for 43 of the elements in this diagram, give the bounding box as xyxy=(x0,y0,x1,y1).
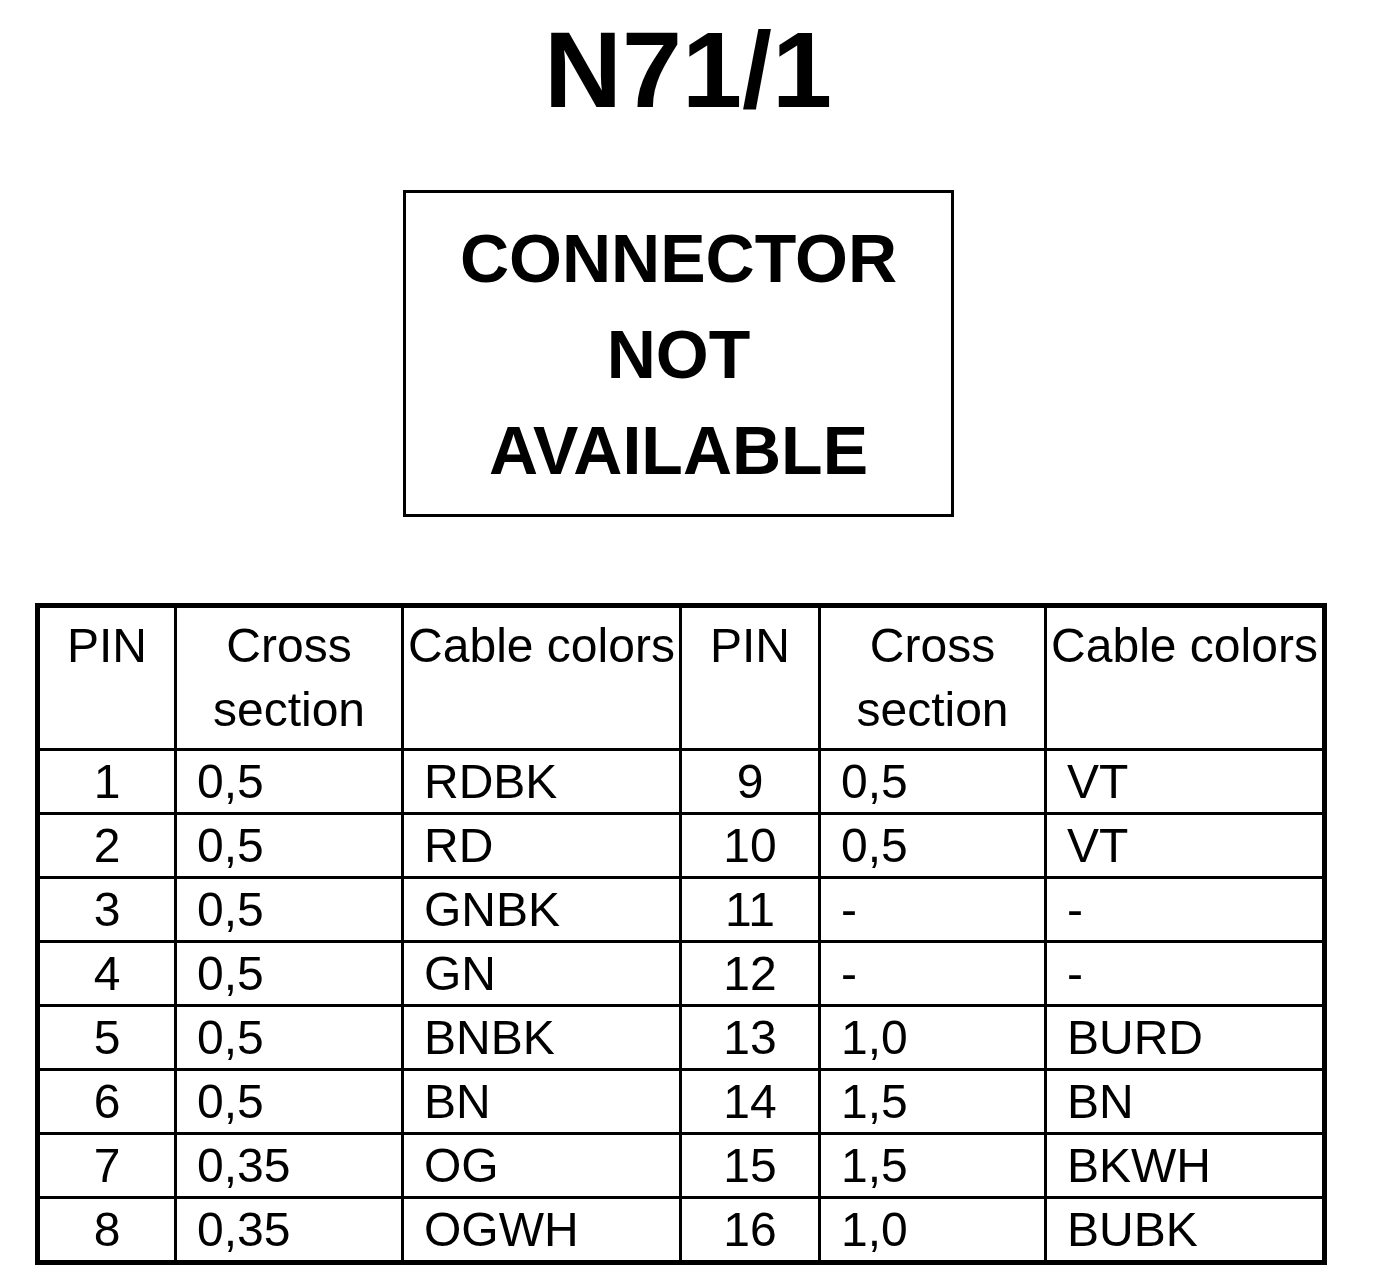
pin-number: 1 xyxy=(37,749,176,814)
cross-section-value: 0,5 xyxy=(175,1005,403,1070)
cable-color-code: BN xyxy=(402,1069,681,1134)
cable-color-code: GN xyxy=(402,941,681,1006)
cross-section-value: 0,5 xyxy=(819,749,1046,814)
notice-box xyxy=(403,190,954,517)
cross-section-value: 0,5 xyxy=(175,941,403,1006)
cross-section-value: 0,5 xyxy=(175,813,403,878)
pin-number: 13 xyxy=(680,1005,820,1070)
pin-number: 14 xyxy=(680,1069,820,1134)
cross-section-value: - xyxy=(819,877,1046,942)
cable-color-code: BNBK xyxy=(402,1005,681,1070)
pin-number: 2 xyxy=(37,813,176,878)
column-header: Cross section xyxy=(175,605,403,750)
title: N71/1 xyxy=(542,10,834,130)
cross-section-value: 1,0 xyxy=(819,1005,1046,1070)
cross-section-value: 0,5 xyxy=(819,813,1046,878)
pin-number: 6 xyxy=(37,1069,176,1134)
column-header: Cable colors xyxy=(402,605,681,750)
cable-color-code: RDBK xyxy=(402,749,681,814)
cable-color-code: RD xyxy=(402,813,681,878)
column-header: Cross section xyxy=(819,605,1046,750)
cross-section-value: 0,5 xyxy=(175,877,403,942)
cross-section-value: - xyxy=(819,941,1046,1006)
column-header: PIN xyxy=(37,605,176,750)
cross-section-value: 1,5 xyxy=(819,1069,1046,1134)
cable-color-code: GNBK xyxy=(402,877,681,942)
pin-number: 4 xyxy=(37,941,176,1006)
cross-section-value: 0,5 xyxy=(175,1069,403,1134)
column-header: PIN xyxy=(680,605,820,750)
pin-number: 3 xyxy=(37,877,176,942)
cable-color-code: OG xyxy=(402,1133,681,1198)
pin-number: 10 xyxy=(680,813,820,878)
notice-text: CONNECTOR NOT AVAILABLE xyxy=(459,218,898,490)
pin-number: 7 xyxy=(37,1133,176,1198)
cross-section-value: 0,5 xyxy=(175,749,403,814)
pin-number: 11 xyxy=(680,877,820,942)
cross-section-value: 1,5 xyxy=(819,1133,1046,1198)
pin-number: 9 xyxy=(680,749,820,814)
pin-number: 15 xyxy=(680,1133,820,1198)
cross-section-value: 0,35 xyxy=(175,1133,403,1198)
pin-number: 5 xyxy=(37,1005,176,1070)
pin-number: 12 xyxy=(680,941,820,1006)
